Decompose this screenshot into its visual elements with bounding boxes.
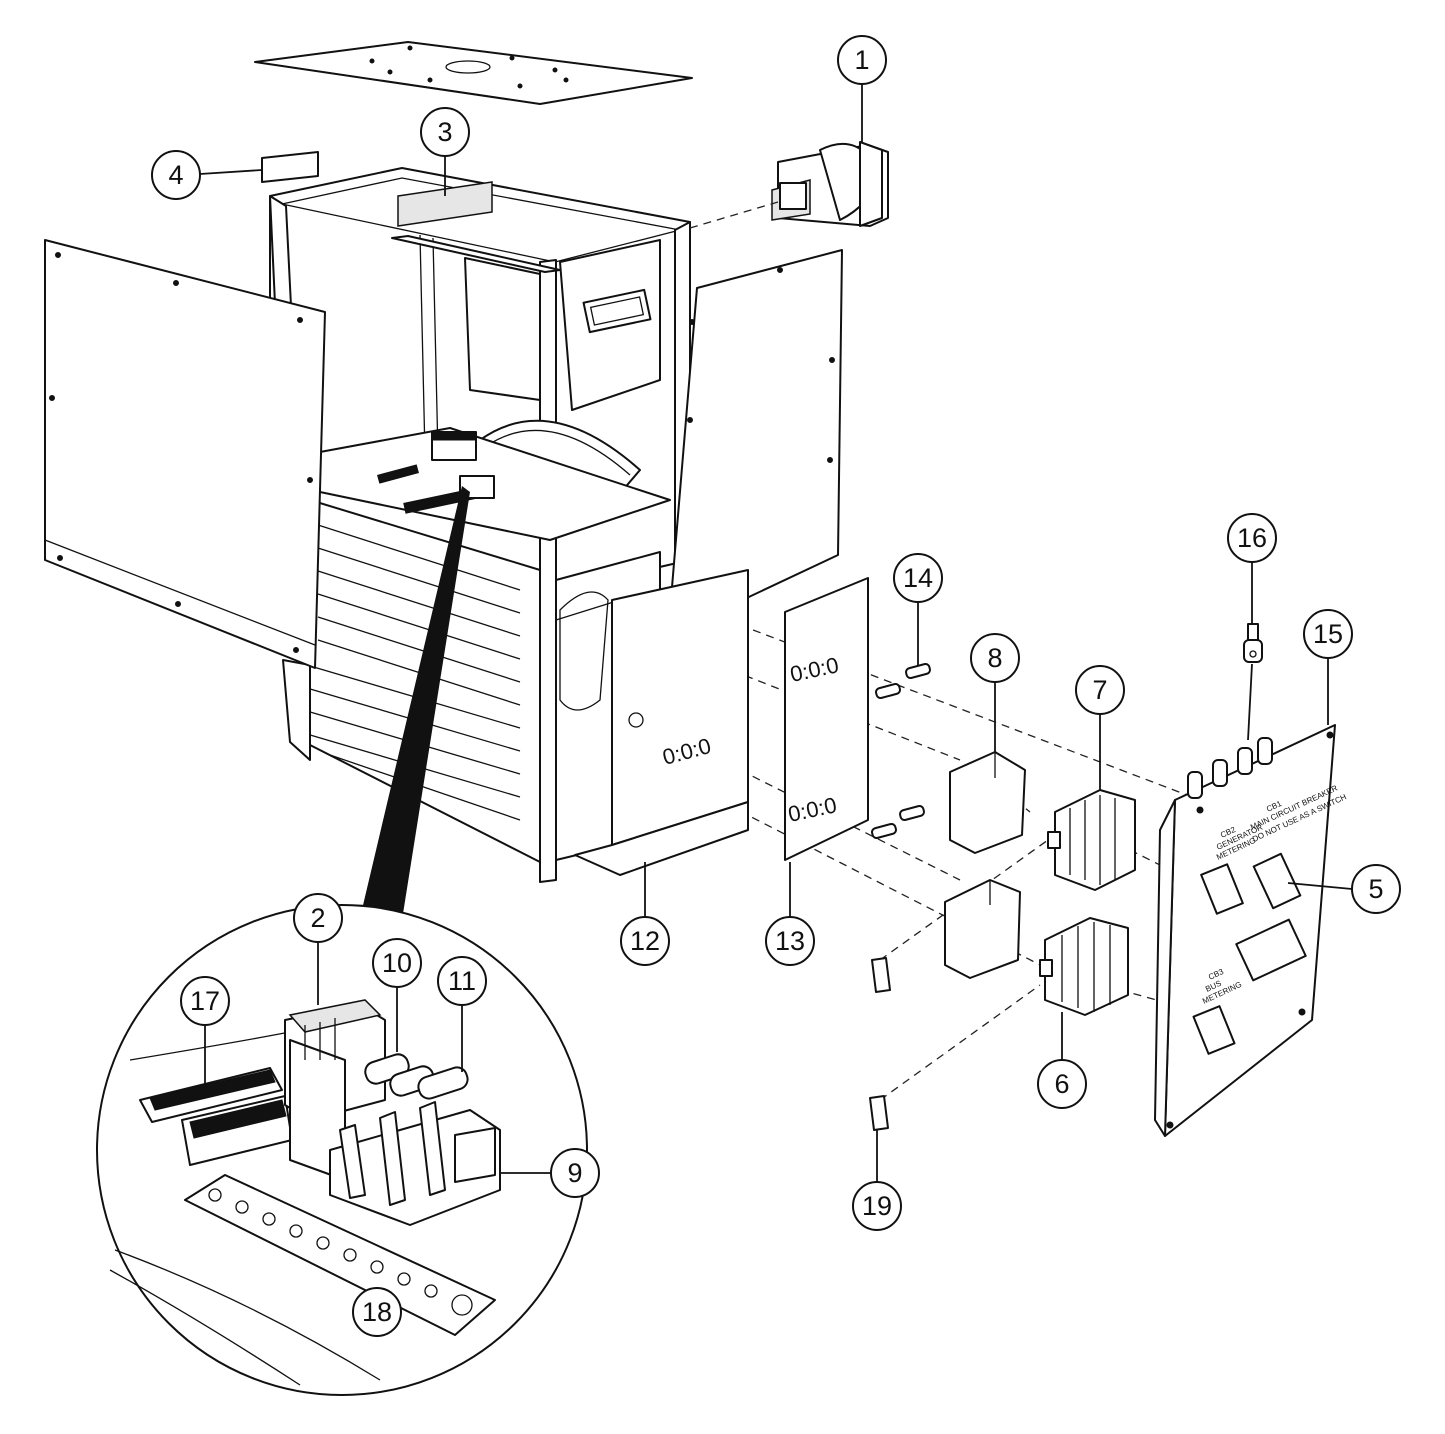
leader-lines <box>199 84 1353 1310</box>
breaker-panel: CB2 GENERATOR METERING CB1 MAIN CIRCUIT … <box>1154 724 1348 1137</box>
callout-18: 18 <box>352 1287 402 1337</box>
fuse-holder-9 <box>329 1101 501 1226</box>
panel-terminals <box>1187 737 1273 799</box>
callout-10: 10 <box>372 938 422 988</box>
callout-10-label: 10 <box>382 948 412 978</box>
terminal-strip-17 <box>139 1067 293 1166</box>
callout-11: 11 <box>437 956 487 1006</box>
callout-3: 3 <box>420 107 470 157</box>
callout-12: 12 <box>620 916 670 966</box>
callout-4-label: 4 <box>168 160 183 190</box>
callout-17-label: 17 <box>190 986 220 1016</box>
callout-4: 4 <box>151 150 201 200</box>
callout-16: 16 <box>1227 513 1277 563</box>
top-cover-plate <box>254 41 693 105</box>
callout-6-label: 6 <box>1054 1069 1069 1099</box>
callout-1-label: 1 <box>854 45 869 75</box>
callout-5-label: 5 <box>1368 874 1383 904</box>
callout-2: 2 <box>293 893 343 943</box>
fuses <box>364 1053 469 1100</box>
detail-zoom-pointer <box>360 486 470 920</box>
callout-5: 5 <box>1351 864 1401 914</box>
circuit-breaker-7 <box>1047 789 1136 891</box>
callout-12-label: 12 <box>630 926 660 956</box>
callout-1: 1 <box>837 35 887 85</box>
callout-13: 13 <box>765 916 815 966</box>
callout-13-label: 13 <box>775 926 805 956</box>
callout-7: 7 <box>1075 665 1125 715</box>
nameplate-label <box>261 151 319 183</box>
terminal-lug <box>1243 623 1263 663</box>
left-side-panel <box>44 239 326 669</box>
callout-19-label: 19 <box>862 1191 892 1221</box>
callout-6: 6 <box>1037 1059 1087 1109</box>
callout-17: 17 <box>180 976 230 1026</box>
right-side-panel: o:o:o <box>667 249 843 636</box>
terminal-block-18 <box>184 1174 496 1336</box>
callout-7-label: 7 <box>1092 675 1107 705</box>
circuit-breaker-6 <box>1039 917 1129 1016</box>
callout-9-label: 9 <box>567 1158 582 1188</box>
callout-2-label: 2 <box>310 903 325 933</box>
callout-14-label: 14 <box>903 563 933 593</box>
callout-8: 8 <box>970 633 1020 683</box>
callout-15: 15 <box>1303 609 1353 659</box>
standoff-spacers <box>871 662 931 840</box>
mounting-clips <box>869 957 891 1131</box>
relay-2 <box>284 999 386 1181</box>
cabinet-frame <box>269 167 691 883</box>
front-cover-plate: 0:0:0 <box>574 569 749 876</box>
callout-19: 19 <box>852 1181 902 1231</box>
callout-18-label: 18 <box>362 1297 392 1327</box>
callout-8-label: 8 <box>987 643 1002 673</box>
callout-16-label: 16 <box>1237 523 1267 553</box>
callout-15-label: 15 <box>1313 619 1343 649</box>
breaker-handle-assembly <box>771 141 889 227</box>
callout-3-label: 3 <box>437 117 452 147</box>
callout-14: 14 <box>893 553 943 603</box>
detail-view <box>96 904 588 1396</box>
mounting-plate: 0:0:0 0:0:0 <box>784 577 869 861</box>
breaker-covers <box>944 751 1026 979</box>
callout-11-label: 11 <box>448 966 476 996</box>
callout-9: 9 <box>550 1148 600 1198</box>
